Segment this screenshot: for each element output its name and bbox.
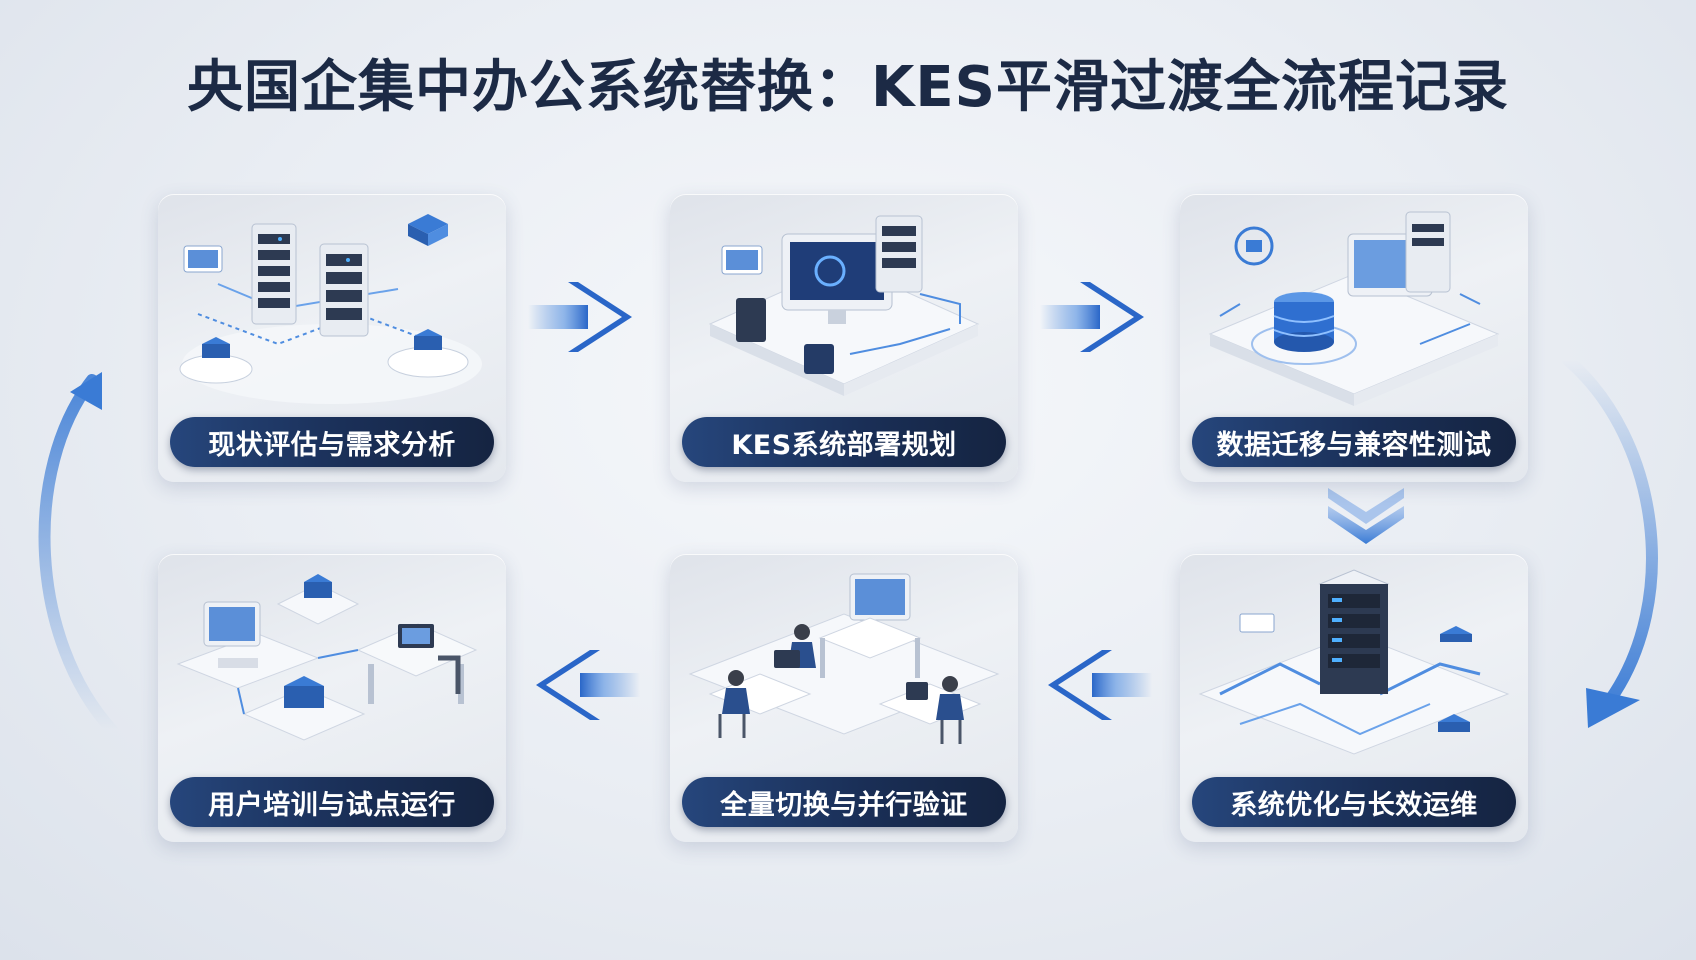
step-label-1: 现状评估与需求分析 [170,417,494,467]
cutover-validation-illustration [688,573,1000,744]
step-card-5: 全量切换与并行验证 [670,554,1018,842]
step-card-3: 数据迁移与兼容性测试 [1180,194,1528,482]
arrow-loop-right [1562,354,1658,728]
data-migration-illustration [1208,211,1500,406]
page-title: 央国企集中办公系统替换：KES平滑过渡全流程记录 [187,55,1509,120]
arrow-down [1328,488,1404,544]
step-label-6: 用户培训与试点运行 [170,777,494,827]
step-card-1: 现状评估与需求分析 [158,194,506,482]
arrow-left-2 [536,650,640,720]
step-label-5: 全量切换与并行验证 [682,777,1006,827]
arrow-right-2 [1040,282,1144,352]
training-pilot-illustration [176,574,478,741]
step-card-2: KES系统部署规划 [670,194,1018,482]
step-card-6: 用户培训与试点运行 [158,554,506,842]
arrow-loop-left [38,372,118,736]
deployment-planning-illustration [708,215,980,396]
step-label-4: 系统优化与长效运维 [1192,777,1516,827]
server-cluster-illustration [179,214,482,404]
step-label-2: KES系统部署规划 [682,417,1006,467]
step-label-3: 数据迁移与兼容性测试 [1192,417,1516,467]
arrow-left-1 [1048,650,1152,720]
arrow-right-1 [528,282,632,352]
optimization-ops-illustration [1198,569,1510,755]
step-card-4: 系统优化与长效运维 [1180,554,1528,842]
